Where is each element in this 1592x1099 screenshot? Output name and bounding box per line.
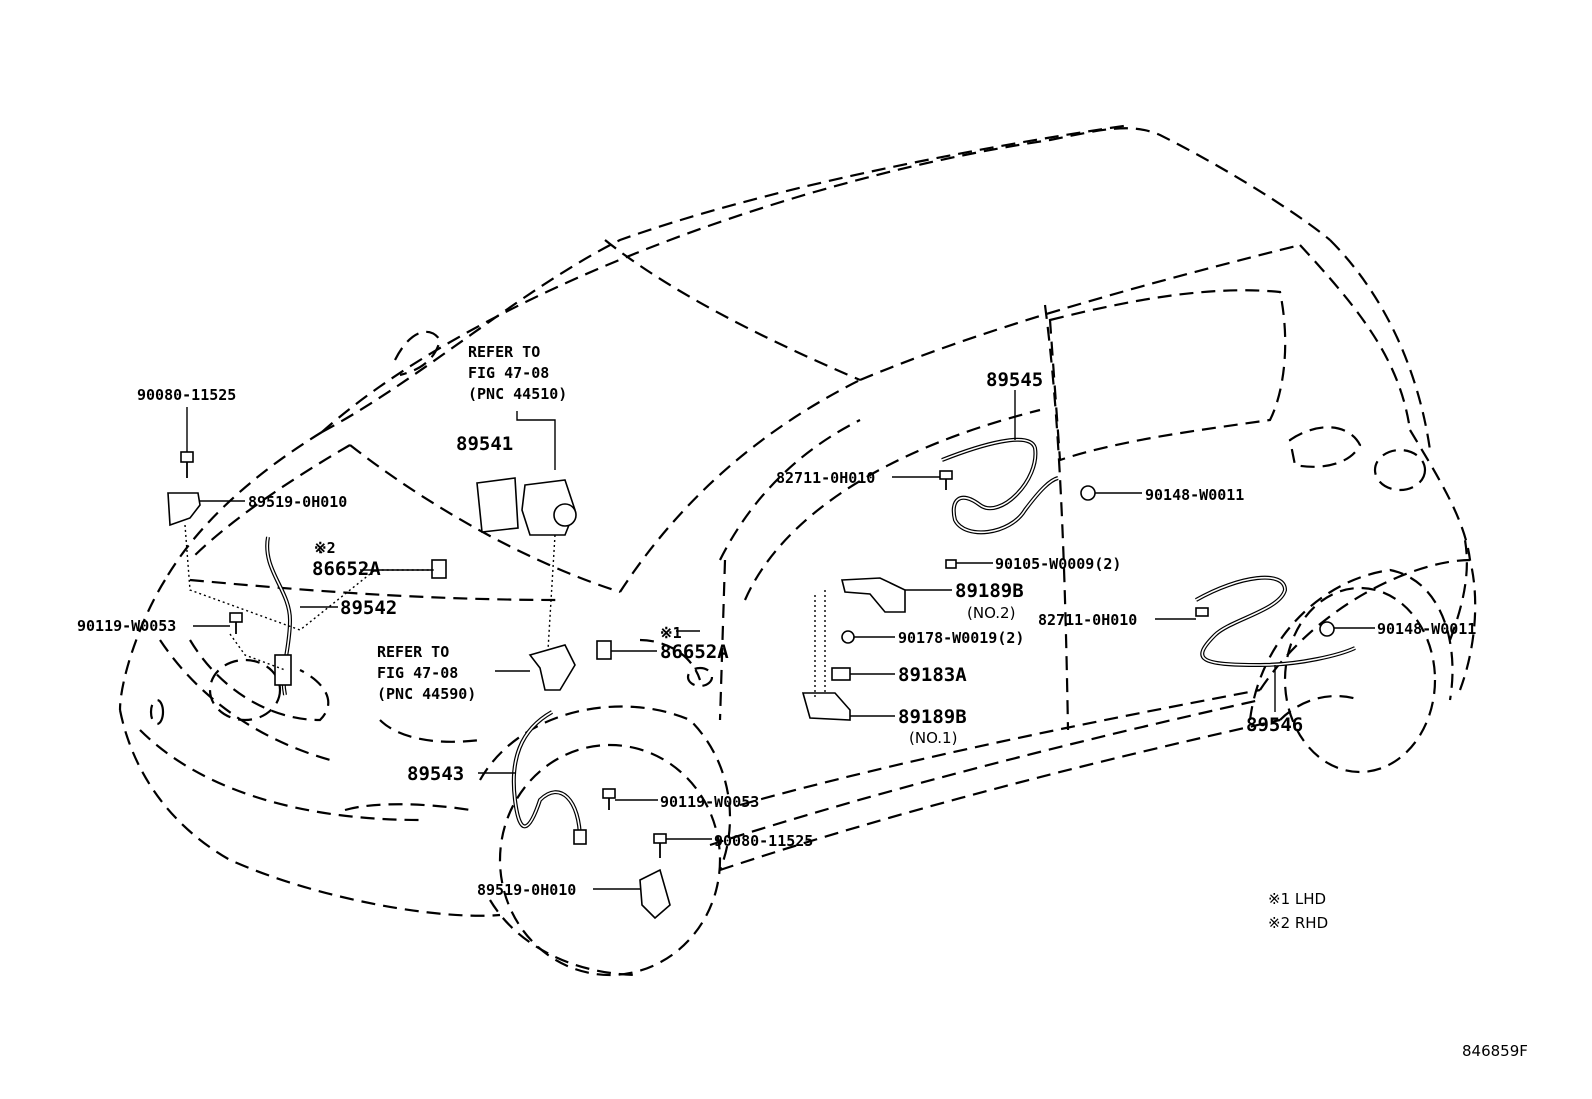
nut-icon: [1080, 485, 1096, 501]
refer-ecu-line-1: REFER TO: [468, 343, 540, 361]
sensor-cable-89546-icon: [1195, 575, 1356, 668]
part-number-89519-0h010: 89519-0H010: [248, 493, 347, 511]
clip-icon: [431, 559, 447, 579]
legend-lhd: ※1 LHD: [1268, 890, 1326, 908]
bolt-icon: [653, 833, 667, 858]
abs-actuator-icon: [476, 477, 577, 536]
bracket-no2-note: (NO.2): [967, 604, 1015, 622]
part-number-90148-w0011: 90148-W0011: [1145, 486, 1244, 504]
rhd-mark: ※2: [314, 539, 336, 557]
bolt-icon: [945, 559, 957, 569]
leader-lines: [186, 390, 1375, 890]
refer-bracket-line-2: FIG 47-08: [377, 664, 458, 682]
part-number-90080-11525: 90080-11525: [714, 832, 813, 850]
part-number-89519-0h010: 89519-0H010: [477, 881, 576, 899]
sensor-cable-89545-icon: [941, 437, 1059, 535]
refer-ecu-line-3: (PNC 44510): [468, 385, 567, 403]
legend-rhd: ※2 RHD: [1268, 914, 1328, 932]
bracket-no1-note: (NO.1): [909, 729, 957, 747]
bracket-icon: [167, 492, 201, 527]
part-number-90119-w0053: 90119-W0053: [660, 793, 759, 811]
bolt-icon: [180, 451, 194, 478]
figure-id: 846859F: [1462, 1042, 1528, 1060]
part-number-90148-w0011: 90148-W0011: [1377, 620, 1476, 638]
bolt-icon: [939, 470, 953, 490]
dotted-connections: [184, 524, 556, 671]
sensor-cable-89542-icon: [265, 536, 293, 696]
part-number-89543: 89543: [407, 763, 464, 785]
part-number-90105-w0009: 90105-W0009(2): [995, 555, 1121, 573]
bolt-icon: [229, 612, 243, 634]
clip-icon: [596, 640, 612, 660]
car-body-outline: [118, 123, 1477, 977]
harness-bracket-icon: [801, 577, 906, 721]
part-number-90178-w0019: 90178-W0019(2): [898, 629, 1024, 647]
part-number-89541: 89541: [456, 433, 513, 455]
part-number-90119-w0053: 90119-W0053: [77, 617, 176, 635]
nut-icon: [1319, 621, 1335, 637]
part-number-89189b: 89189B: [898, 706, 967, 728]
part-number-82711-0h010: 82711-0H010: [1038, 611, 1137, 629]
part-number-82711-0h010: 82711-0H010: [776, 469, 875, 487]
bolt-icon: [602, 788, 616, 810]
part-number-89542: 89542: [340, 597, 397, 619]
part-number-90080-11525: 90080-11525: [137, 386, 236, 404]
lhd-mark: ※1: [660, 624, 682, 642]
part-number-89189b: 89189B: [955, 580, 1024, 602]
bracket-icon: [528, 644, 576, 691]
bracket-icon: [639, 868, 671, 920]
refer-bracket-line-1: REFER TO: [377, 643, 449, 661]
refer-ecu-line-2: FIG 47-08: [468, 364, 549, 382]
part-number-86652a: 86652A: [660, 641, 729, 663]
bolt-icon: [1195, 607, 1209, 617]
sensor-cable-89543-icon: [511, 710, 587, 845]
part-number-89545: 89545: [986, 369, 1043, 391]
part-number-89183a: 89183A: [898, 664, 967, 686]
part-number-89546: 89546: [1246, 714, 1303, 736]
part-number-86652a: 86652A: [312, 558, 381, 580]
refer-bracket-line-3: (PNC 44590): [377, 685, 476, 703]
